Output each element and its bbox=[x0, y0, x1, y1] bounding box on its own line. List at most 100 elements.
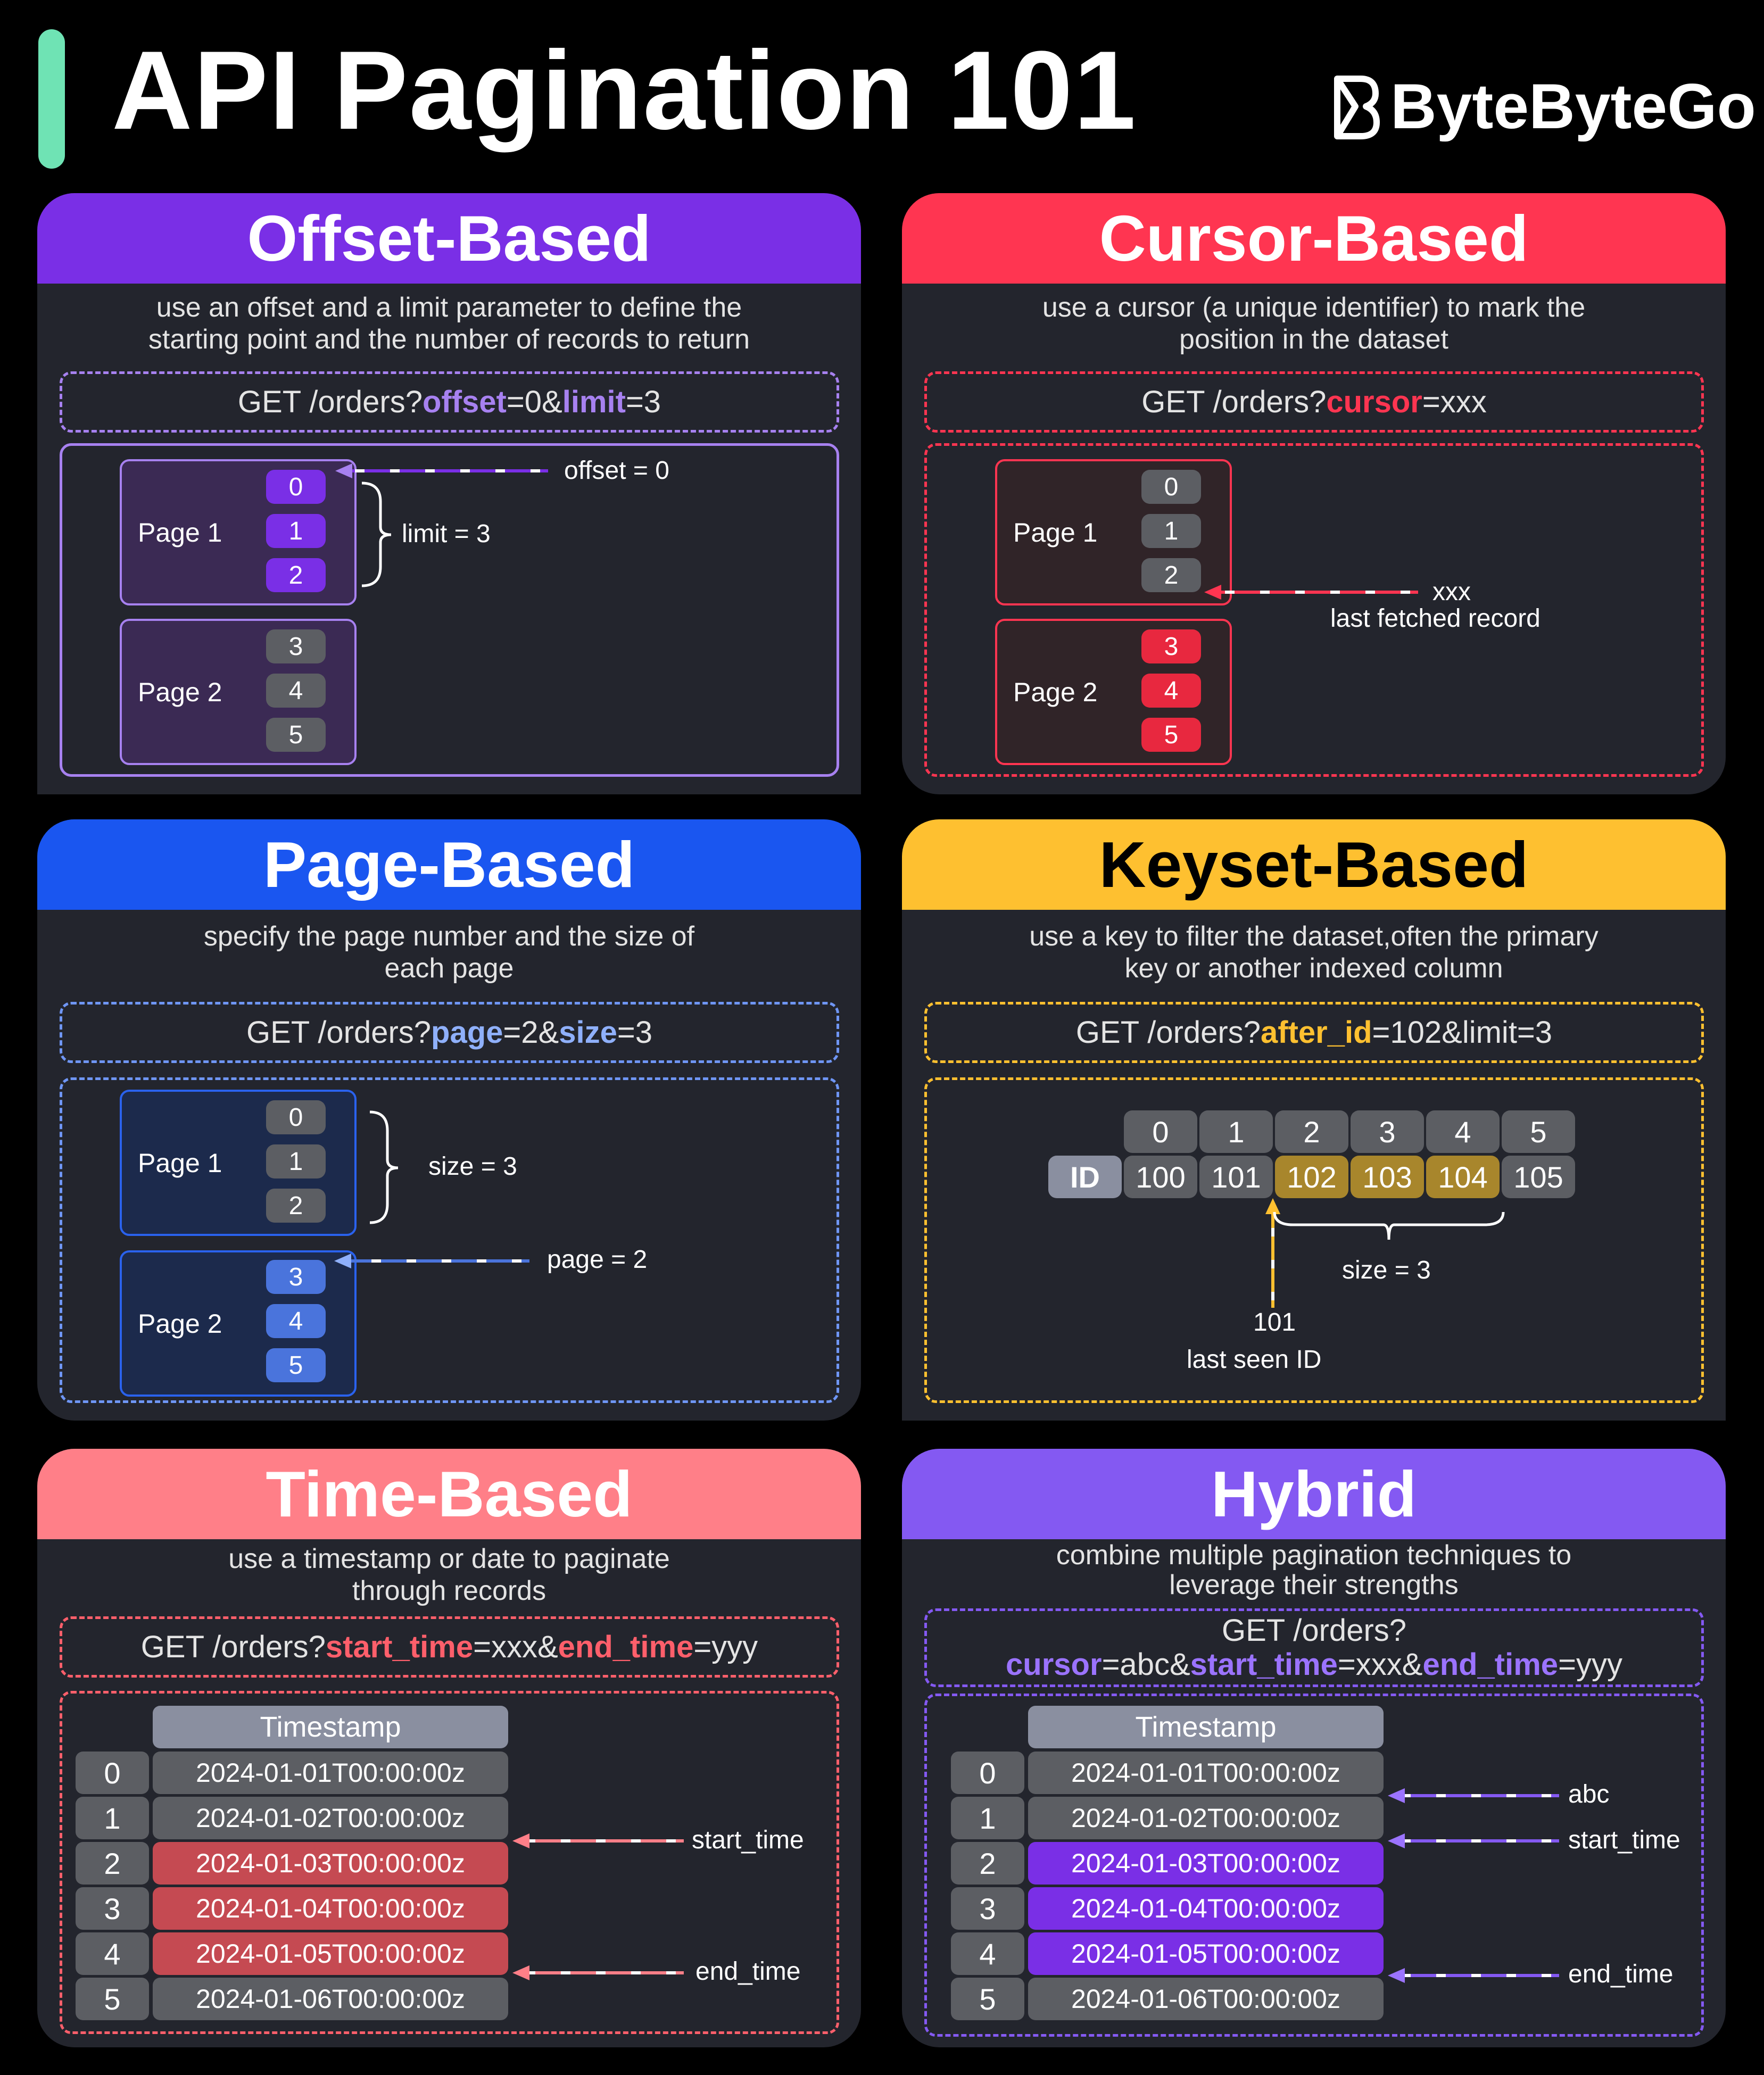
offset-req-value-2: =3 bbox=[625, 384, 661, 419]
hybrid-index-3: 3 bbox=[951, 1887, 1024, 1930]
keyset-last-caption: last seen ID bbox=[1187, 1346, 1322, 1374]
hybrid-row-0: 2024-01-01T00:00:00z bbox=[1028, 1752, 1384, 1794]
hybrid-panel: Hybrid combine multiple pagination techn… bbox=[902, 1449, 1726, 2047]
page-req-param-size: size bbox=[559, 1015, 617, 1050]
time-index-3: 3 bbox=[76, 1887, 149, 1930]
time-description: use a timestamp or date to paginate thro… bbox=[37, 1543, 861, 1607]
page-diagram-area bbox=[60, 1077, 839, 1403]
offset-page-2-label: Page 2 bbox=[138, 677, 222, 707]
cursor-title: Cursor-Based bbox=[902, 193, 1726, 284]
time-req-param-start: start_time bbox=[325, 1629, 474, 1664]
offset-diagram-area bbox=[60, 443, 839, 777]
page-description: specify the page number and the size of … bbox=[37, 920, 861, 984]
time-index-5: 5 bbox=[76, 1978, 149, 2020]
hybrid-diagram-area bbox=[924, 1694, 1704, 2037]
hybrid-req-param-start: start_time bbox=[1190, 1647, 1338, 1682]
offset-cell-4: 4 bbox=[266, 674, 326, 708]
keyset-index-0: 0 bbox=[1124, 1110, 1197, 1153]
page-cell-3: 3 bbox=[266, 1260, 326, 1294]
offset-req-param-offset: offset bbox=[422, 384, 507, 419]
hybrid-index-0: 0 bbox=[951, 1752, 1024, 1794]
offset-cell-5: 5 bbox=[266, 718, 326, 752]
keyset-req-value: =102&limit=3 bbox=[1372, 1015, 1553, 1050]
offset-req-param-limit: limit bbox=[562, 384, 626, 419]
cursor-req-value: =xxx bbox=[1422, 384, 1487, 419]
hybrid-req-line-1: GET /orders? bbox=[1221, 1613, 1407, 1648]
hybrid-row-1: 2024-01-02T00:00:00z bbox=[1028, 1797, 1384, 1839]
keyset-id-103: 103 bbox=[1351, 1156, 1424, 1198]
cursor-request: GET /orders?cursor=xxx bbox=[924, 371, 1704, 433]
time-start-label: start_time bbox=[692, 1826, 804, 1854]
keyset-id-105: 105 bbox=[1502, 1156, 1575, 1198]
page-annotations bbox=[334, 1110, 529, 1268]
page-cell-1: 1 bbox=[266, 1144, 326, 1178]
brand-logo: ByteByteGo bbox=[1328, 71, 1756, 142]
page-desc-line-1: specify the page number and the size of bbox=[203, 921, 695, 952]
offset-offset-label: offset = 0 bbox=[564, 456, 669, 485]
hybrid-end-label: end_time bbox=[1568, 1960, 1674, 1988]
keyset-index-5: 5 bbox=[1502, 1110, 1575, 1153]
offset-cell-3: 3 bbox=[266, 629, 326, 663]
cursor-cell-2: 2 bbox=[1141, 558, 1201, 592]
page-req-value-2: =3 bbox=[617, 1015, 653, 1050]
time-row-0: 2024-01-01T00:00:00z bbox=[153, 1752, 508, 1794]
keyset-id-header: ID bbox=[1048, 1156, 1122, 1198]
hybrid-req-value-3: =yyy bbox=[1558, 1647, 1622, 1682]
page-title: API Pagination 101 bbox=[112, 28, 1137, 153]
page-page-label: page = 2 bbox=[547, 1246, 648, 1274]
keyset-annotations bbox=[1265, 1198, 1505, 1308]
time-row-1: 2024-01-02T00:00:00z bbox=[153, 1797, 508, 1839]
keyset-id-101: 101 bbox=[1199, 1156, 1273, 1198]
page-size-label: size = 3 bbox=[428, 1152, 517, 1181]
keyset-size-label: size = 3 bbox=[1342, 1256, 1431, 1284]
time-request: GET /orders?start_time=xxx&end_time=yyy bbox=[60, 1616, 839, 1678]
hybrid-index-4: 4 bbox=[951, 1932, 1024, 1975]
offset-page-1-label: Page 1 bbox=[138, 517, 222, 547]
brand-name: ByteByteGo bbox=[1390, 71, 1756, 142]
cursor-caption: last fetched record bbox=[1330, 604, 1541, 633]
page-req-prefix: GET /orders? bbox=[246, 1015, 432, 1050]
hybrid-annotations bbox=[1388, 1788, 1559, 1983]
time-desc-line-1: use a timestamp or date to paginate bbox=[228, 1543, 670, 1574]
cursor-desc-line-1: use a cursor (a unique identifier) to ma… bbox=[1042, 292, 1586, 323]
time-panel: Time-Based use a timestamp or date to pa… bbox=[37, 1449, 861, 2047]
hybrid-req-param-cursor: cursor bbox=[1006, 1647, 1102, 1682]
offset-desc-line-2: starting point and the number of records… bbox=[148, 324, 750, 355]
page-desc-line-2: each page bbox=[384, 953, 514, 984]
keyset-index-2: 2 bbox=[1275, 1110, 1348, 1153]
hybrid-req-param-end: end_time bbox=[1422, 1647, 1559, 1682]
keyset-desc-line-1: use a key to filter the dataset,often th… bbox=[1029, 921, 1599, 952]
hybrid-index-2: 2 bbox=[951, 1842, 1024, 1885]
hybrid-req-value-1: =abc& bbox=[1102, 1647, 1190, 1682]
cursor-description: use a cursor (a unique identifier) to ma… bbox=[902, 292, 1726, 355]
hybrid-req-value-2: =xxx& bbox=[1337, 1647, 1423, 1682]
title-accent-bar bbox=[38, 29, 65, 169]
page-cell-5: 5 bbox=[266, 1348, 326, 1382]
time-row-2: 2024-01-03T00:00:00z bbox=[153, 1842, 508, 1885]
time-index-0: 0 bbox=[76, 1752, 149, 1794]
cursor-page-1-label: Page 1 bbox=[1013, 517, 1098, 547]
keyset-desc-line-2: key or another indexed column bbox=[1124, 953, 1503, 984]
time-req-value-1: =xxx& bbox=[473, 1629, 558, 1664]
time-column-header: Timestamp bbox=[153, 1706, 508, 1748]
hybrid-desc-line-1: combine multiple pagination techniques t… bbox=[1056, 1540, 1572, 1571]
cursor-cell-5: 5 bbox=[1141, 718, 1201, 752]
cursor-cell-0: 0 bbox=[1141, 470, 1201, 504]
hybrid-column-header: Timestamp bbox=[1028, 1706, 1384, 1748]
time-row-5: 2024-01-06T00:00:00z bbox=[153, 1978, 508, 2020]
time-req-value-2: =yyy bbox=[693, 1629, 758, 1664]
hybrid-row-5: 2024-01-06T00:00:00z bbox=[1028, 1978, 1384, 2020]
keyset-diagram-area bbox=[924, 1077, 1704, 1403]
cursor-req-prefix: GET /orders? bbox=[1141, 384, 1327, 419]
time-row-4: 2024-01-05T00:00:00z bbox=[153, 1932, 508, 1975]
time-annotations bbox=[512, 1833, 684, 1980]
cursor-req-param-cursor: cursor bbox=[1326, 384, 1422, 419]
time-index-4: 4 bbox=[76, 1932, 149, 1975]
page-panel: Page-Based specify the page number and t… bbox=[37, 819, 861, 1421]
time-title: Time-Based bbox=[37, 1449, 861, 1539]
page-req-value-1: =2& bbox=[503, 1015, 559, 1050]
keyset-req-param-after-id: after_id bbox=[1261, 1015, 1372, 1050]
page-request: GET /orders?page=2&size=3 bbox=[60, 1002, 839, 1063]
hybrid-desc-line-2: leverage their strengths bbox=[1169, 1570, 1459, 1600]
time-diagram-area bbox=[60, 1691, 839, 2034]
